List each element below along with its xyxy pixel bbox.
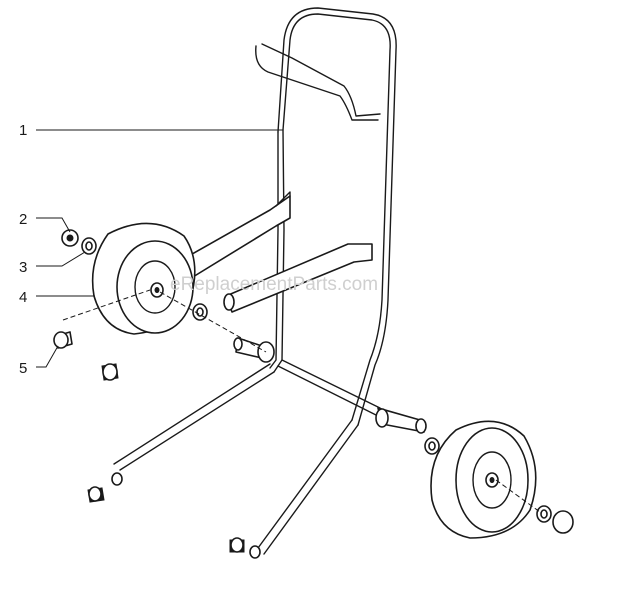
leg-foot-cap-left — [87, 486, 105, 503]
assembly-dashed-lines — [62, 289, 541, 513]
right-hub-cap — [552, 510, 574, 534]
callout-2: 2 — [19, 211, 27, 228]
callout-3: 3 — [19, 259, 27, 276]
right-outer-washer — [536, 505, 552, 523]
callout-1: 1 — [19, 122, 27, 139]
callout-5: 5 — [19, 360, 27, 377]
right-wheel — [430, 420, 537, 539]
callout-4: 4 — [19, 289, 27, 306]
leg-foot-cap-right — [229, 537, 245, 553]
left-washer — [81, 237, 97, 255]
callout-leaders — [36, 129, 283, 368]
hub-nut — [61, 229, 79, 247]
left-wheel — [91, 222, 196, 335]
watermark-text: eReplacementParts.com — [170, 274, 378, 295]
leg-foot-cap-upper — [101, 363, 119, 381]
left-end-cap — [53, 331, 73, 349]
right-inner-washer — [424, 437, 440, 455]
